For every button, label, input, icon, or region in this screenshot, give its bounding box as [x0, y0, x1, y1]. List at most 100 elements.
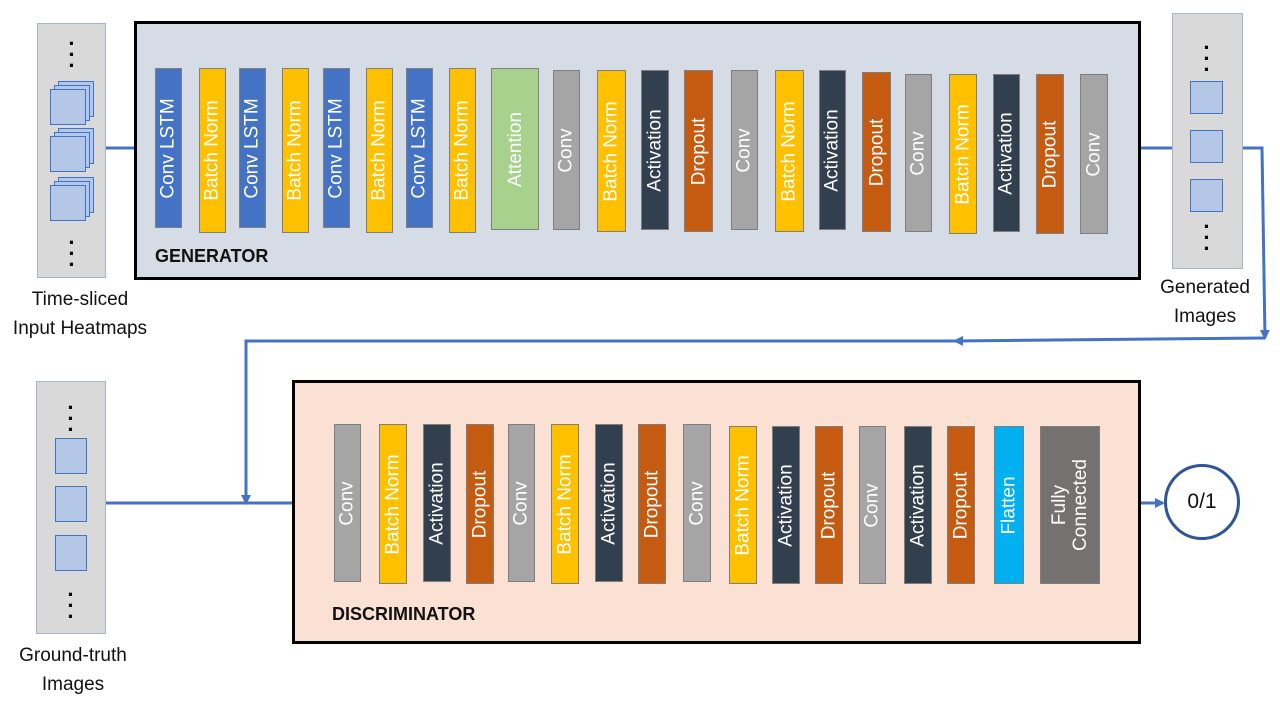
generator-layer-label: Batch Norm [285, 100, 306, 201]
generated-image-square [1190, 179, 1223, 212]
generator-layer-batch-norm: Batch Norm [949, 74, 977, 234]
discriminator-title: DISCRIMINATOR [332, 604, 476, 624]
discriminator-layer-label: Dropout [469, 470, 491, 538]
generator-layer-batch-norm: Batch Norm [775, 70, 804, 232]
discriminator-layer-activation: Activation [423, 424, 451, 582]
discriminator-layer-label: Dropout [818, 471, 840, 539]
generator-layer-conv: Conv [731, 70, 758, 230]
generator-layer-label: Batch Norm [779, 100, 800, 202]
discriminator-layer-dropout: Dropout [466, 424, 494, 584]
generator-layer-label: Attention [504, 111, 526, 187]
discriminator-layer-label: Batch Norm [732, 454, 754, 556]
generator-layer-conv: Conv [553, 70, 580, 230]
discriminator-layer-conv: Conv [508, 424, 535, 582]
ellipsis-bottom: ··· [67, 582, 75, 629]
generator-layer-dropout: Dropout [862, 72, 891, 232]
discriminator-layer-batch-norm: Batch Norm [729, 426, 757, 584]
discriminator-layer-label: Batch Norm [554, 453, 576, 555]
input-caption: Time-sliced Input Heatmaps [12, 289, 148, 339]
loop-down-arrow [241, 339, 958, 505]
ellipsis-top: ··· [1203, 35, 1211, 82]
ground-truth-square [55, 438, 87, 474]
generator-layer-label: Batch Norm [952, 103, 974, 205]
heatmap-square [50, 89, 86, 125]
generated-caption: Generated Images [1160, 277, 1250, 327]
discriminator-layer-conv: Conv [334, 424, 361, 582]
ground-truth-caption: Ground-truth Images [19, 645, 127, 695]
discriminator-layer-dropout: Dropout [815, 426, 843, 584]
ground-truth-square [55, 486, 87, 522]
discriminator-layer-label: Activation [907, 463, 929, 547]
discriminator-layer-label: Activation [426, 461, 448, 545]
generator-layer-label: Batch Norm [202, 100, 223, 201]
generator-layer-activation: Activation [641, 70, 669, 230]
ellipsis-top: ··· [67, 395, 75, 442]
discriminator-layer-conv: Conv [683, 424, 711, 582]
generator-layer-batch-norm: Batch Norm [366, 68, 393, 233]
ellipsis-bottom: ··· [1203, 214, 1211, 261]
generator-layer-label: Conv LSTM [409, 97, 430, 199]
heatmap-square [50, 136, 86, 172]
ellipsis-top: ··· [68, 31, 76, 78]
generator-layer-label: Dropout [866, 118, 888, 186]
generator-layer-conv-lstm: Conv LSTM [155, 68, 182, 228]
generator-layer-label: Dropout [688, 117, 710, 185]
generator-layer-batch-norm: Batch Norm [282, 68, 309, 233]
generator-layer-label: Activation [996, 111, 1017, 195]
generator-layer-label: Batch Norm [369, 100, 390, 201]
generator-layer-conv-lstm: Conv LSTM [239, 68, 266, 228]
output-node: 0/1 [1164, 464, 1240, 540]
discriminator-layer-label: Conv [337, 480, 359, 526]
discriminator-layer-label: Activation [775, 463, 797, 547]
output-label: 0/1 [1187, 490, 1217, 513]
ellipsis-bottom: ··· [68, 230, 76, 277]
discriminator-layer-batch-norm: Batch Norm [379, 424, 407, 584]
generator-layer-dropout: Dropout [684, 70, 713, 232]
generator-layer-label: Conv LSTM [326, 97, 347, 199]
discriminator-layer-label: Activation [598, 461, 620, 545]
generator-layer-activation: Activation [819, 70, 846, 230]
generated-images-panel: ··· ··· [1172, 13, 1243, 269]
generator-layer-activation: Activation [993, 74, 1020, 232]
discriminator-layer-activation: Activation [772, 426, 800, 584]
generator-layer-label: Dropout [1039, 120, 1061, 188]
discriminator-layer-label: Fully Connected [1049, 459, 1091, 551]
generator-layer-conv: Conv [905, 74, 932, 232]
generator-layer-batch-norm: Batch Norm [597, 70, 626, 232]
generator-layer-label: Activation [644, 108, 666, 192]
discriminator-layer-dropout: Dropout [947, 426, 975, 584]
generator-layer-label: Conv [1083, 131, 1105, 177]
discriminator-layer-fully-connected: Fully Connected [1040, 426, 1100, 584]
discriminator-layer-dropout: Dropout [638, 424, 666, 584]
generator-layer-conv-lstm: Conv LSTM [323, 68, 350, 228]
ground-truth-panel: ··· ··· [36, 381, 106, 634]
discriminator-layer-flatten: Flatten [994, 426, 1024, 584]
discriminator-layer-activation: Activation [595, 424, 623, 582]
generated-image-square [1190, 130, 1223, 163]
discriminator-layer-label: Dropout [641, 470, 663, 538]
heatmap-square [50, 185, 86, 221]
input-heatmaps-panel: ··· ··· [37, 23, 106, 278]
discriminator-layer-batch-norm: Batch Norm [551, 424, 579, 584]
generator-layer-label: Batch Norm [601, 100, 622, 202]
generated-image-square [1190, 81, 1223, 114]
generator-layer-label: Activation [822, 108, 843, 192]
generator-layer-dropout: Dropout [1036, 74, 1064, 234]
generator-layer-label: Conv [556, 127, 578, 173]
discriminator-layer-activation: Activation [904, 426, 932, 584]
generator-layer-batch-norm: Batch Norm [449, 68, 476, 233]
generator-layer-conv-lstm: Conv LSTM [406, 68, 433, 228]
discriminator-layer-label: Conv [511, 480, 533, 526]
generator-layer-label: Batch Norm [452, 100, 473, 201]
generator-layer-label: Conv LSTM [158, 97, 179, 199]
loop-return-arrow [953, 335, 1266, 346]
generator-layer-batch-norm: Batch Norm [199, 68, 226, 233]
discriminator-layer-label: Conv [686, 480, 708, 526]
generator-layer-label: Conv [908, 130, 930, 176]
generator-layer-label: Conv LSTM [242, 97, 263, 199]
generator-title: GENERATOR [155, 246, 269, 266]
discriminator-layer-conv: Conv [859, 426, 886, 584]
ground-truth-square [55, 535, 87, 571]
generator-layer-attention: Attention [491, 68, 539, 230]
generator-layer-conv: Conv [1080, 74, 1108, 234]
